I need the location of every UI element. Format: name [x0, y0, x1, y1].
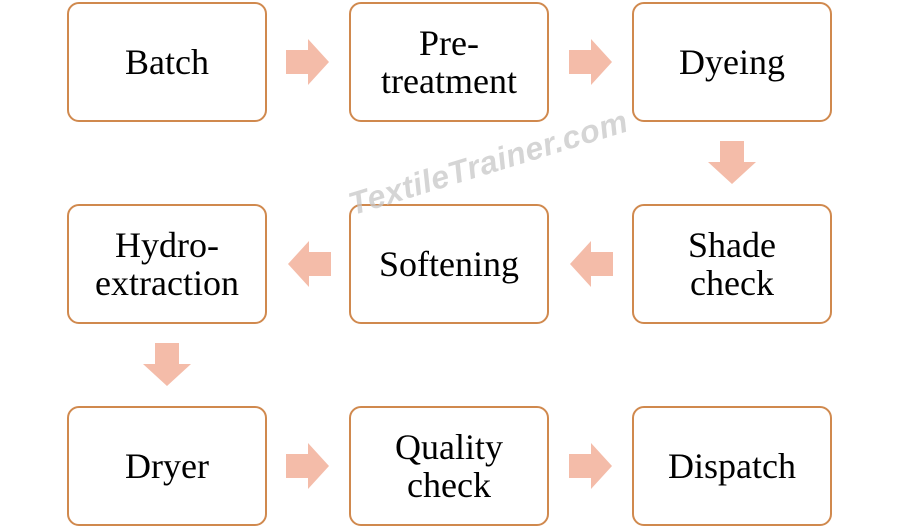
step-hydro-extraction-label: Hydro- extraction [95, 225, 239, 303]
arrow-left-icon [570, 241, 613, 287]
step-batch-box: Batch [67, 2, 267, 122]
step-quality-check-label: Quality check [395, 427, 503, 505]
step-softening-label: Softening [379, 244, 519, 284]
arrow-right-icon [286, 39, 329, 85]
arrow-right-icon [286, 443, 329, 489]
step-quality-check-box: Quality check [349, 406, 549, 526]
step-batch-label: Batch [125, 42, 209, 82]
arrow-right-icon [569, 443, 612, 489]
step-shade-check-box: Shade check [632, 204, 832, 324]
step-dispatch-label: Dispatch [668, 446, 796, 486]
arrow-down-icon [143, 343, 191, 386]
arrow-left-icon [288, 241, 331, 287]
step-hydro-extraction-box: Hydro- extraction [67, 204, 267, 324]
step-pretreatment-label: Pre- treatment [381, 23, 517, 101]
step-dispatch-box: Dispatch [632, 406, 832, 526]
step-dyeing-box: Dyeing [632, 2, 832, 122]
step-pretreatment-box: Pre- treatment [349, 2, 549, 122]
arrow-down-icon [708, 141, 756, 184]
step-dyeing-label: Dyeing [679, 42, 785, 82]
step-dryer-label: Dryer [125, 446, 209, 486]
step-softening-box: Softening [349, 204, 549, 324]
step-dryer-box: Dryer [67, 406, 267, 526]
arrow-right-icon [569, 39, 612, 85]
step-shade-check-label: Shade check [688, 225, 776, 303]
